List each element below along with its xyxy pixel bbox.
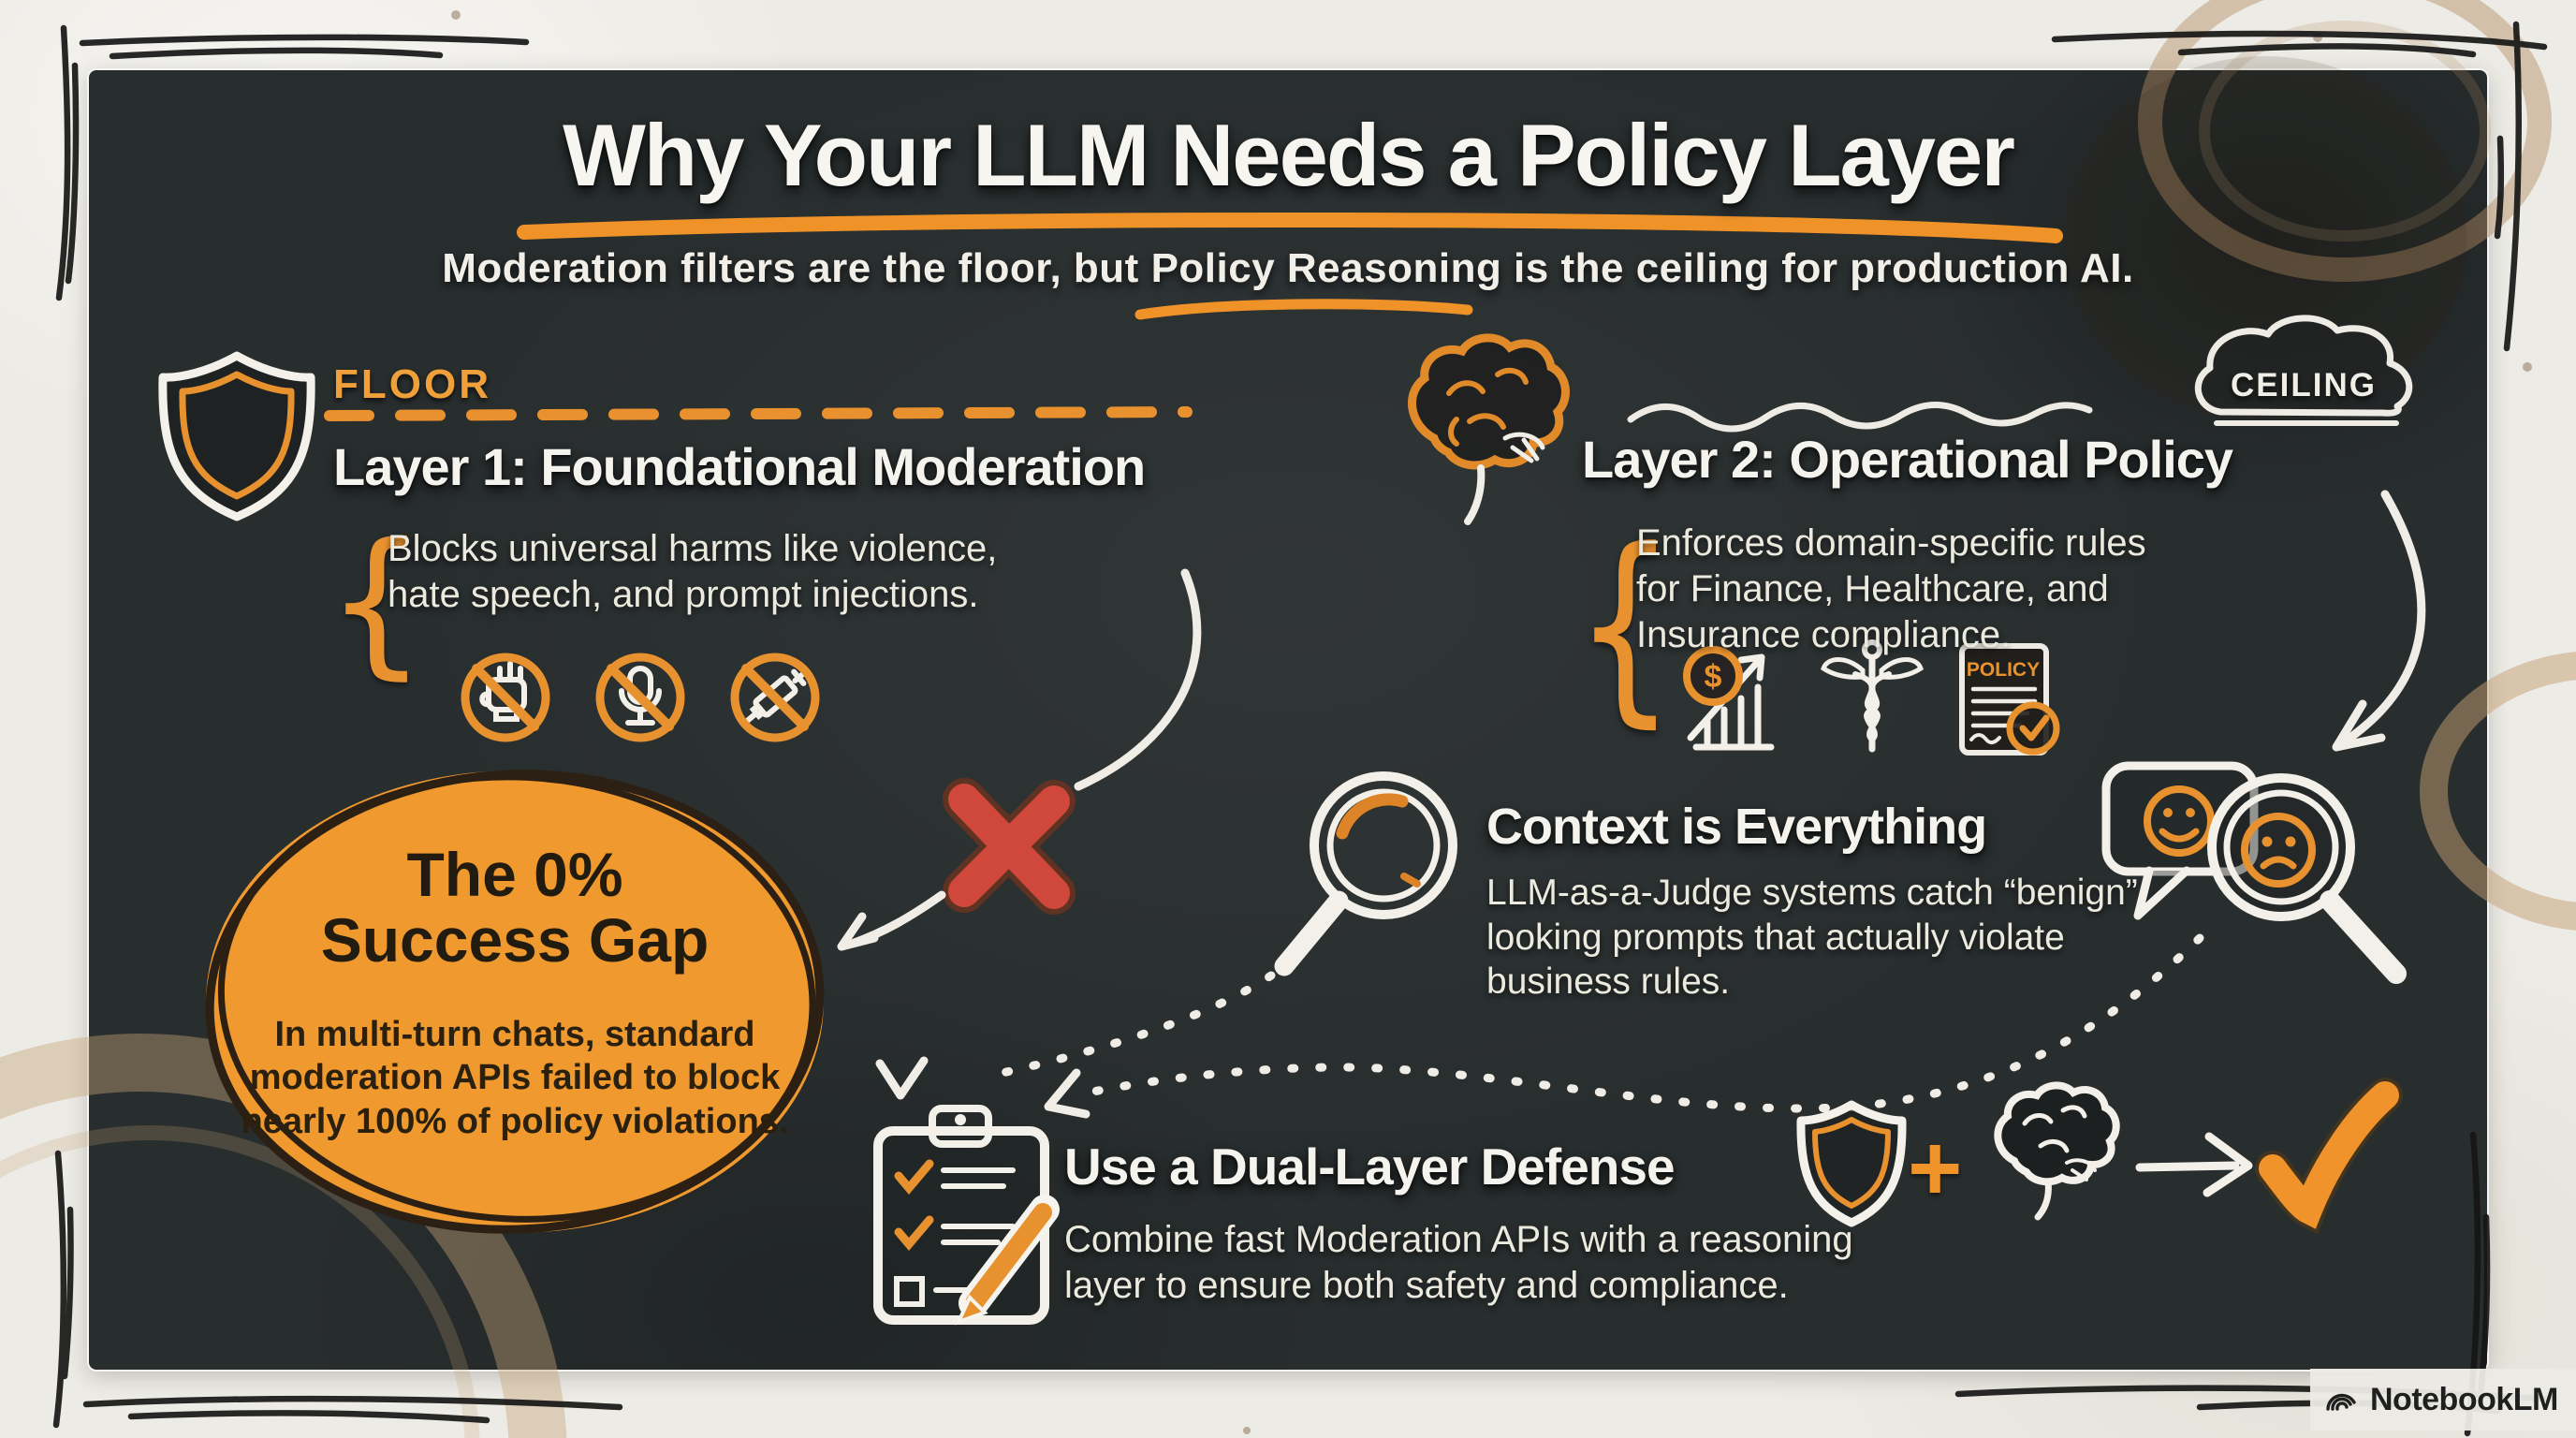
brand-strip: NotebookLM (2310, 1369, 2576, 1431)
notebooklm-logo-icon (2326, 1393, 2356, 1411)
subtitle-post: is the ceiling for production AI. (1501, 245, 2134, 291)
floor-label: FLOOR (333, 361, 491, 407)
layer2-brace: { (1574, 506, 1676, 747)
layer1-heading: Layer 1: Foundational Moderation (333, 437, 1146, 496)
stat-bubble-heading: The 0% Success Gap (234, 840, 796, 975)
subtitle-pre: Moderation filters are the floor, but (442, 245, 1151, 291)
plus-sign: + (1908, 1116, 1963, 1221)
stat-bubble-body: In multi-turn chats, standard moderation… (241, 1015, 789, 1141)
subtitle-highlight: Policy Reasoning (1150, 245, 1502, 291)
page-subtitle: Moderation filters are the floor, but Po… (0, 245, 2576, 292)
dual-heading: Use a Dual-Layer Defense (1064, 1137, 1676, 1196)
context-body: LLM-as-a-Judge systems catch “benign” lo… (1486, 873, 2138, 1003)
layer1-brace: { (326, 509, 428, 695)
dual-body: Combine fast Moderation APIs with a reas… (1064, 1219, 1853, 1306)
ceiling-label: CEILING (2231, 367, 2377, 404)
layer2-heading: Layer 2: Operational Policy (1582, 430, 2233, 489)
brand-name: NotebookLM (2370, 1381, 2558, 1417)
page-title: Why Your LLM Needs a Policy Layer (563, 106, 2015, 204)
stat-heading-line1: The 0% (406, 840, 623, 909)
layer2-body: Enforces domain-specific rules for Finan… (1636, 522, 2146, 655)
context-heading: Context is Everything (1486, 799, 1987, 855)
layer1-body: Blocks universal harms like violence, ha… (388, 528, 998, 615)
stat-heading-line2: Success Gap (320, 904, 710, 975)
